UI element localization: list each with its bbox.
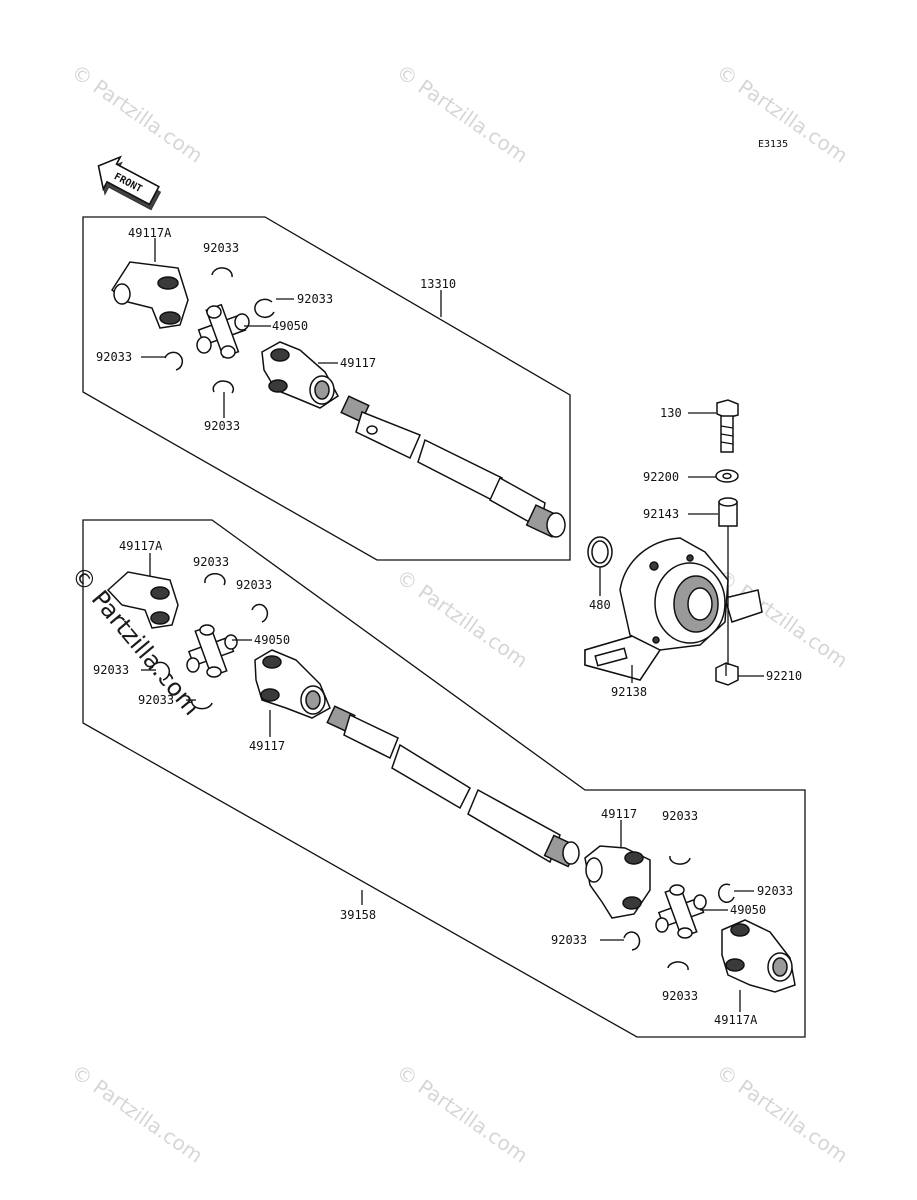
part-label[interactable]: 92033 [93,663,129,677]
clip-icon [669,855,691,865]
watermark: © Partzilla.com [392,1059,532,1167]
part-label[interactable]: 92033 [204,419,240,433]
part-label[interactable]: 92033 [662,989,698,1003]
clip-icon [623,931,641,951]
bearing-housing-part-92138 [584,537,763,681]
clip-icon [151,661,171,681]
part-label[interactable]: 49050 [272,319,308,333]
yoke-part-49117-lower-left [254,649,331,719]
ring-part-480 [587,536,613,568]
front-arrow-icon: FRONT [97,155,162,211]
clip-icon [164,351,184,371]
part-label[interactable]: 92033 [297,292,333,306]
part-label[interactable]: 92033 [236,578,272,592]
watermark: © Partzilla.com [392,59,532,167]
cross-part-49050-upper [196,303,250,359]
part-label[interactable]: 92033 [662,809,698,823]
part-label[interactable]: 49117A [714,1013,758,1027]
watermark: © Partzilla.com [712,59,852,167]
part-label[interactable]: 92033 [203,241,239,255]
shaft-part-39158 [326,705,580,868]
part-label[interactable]: 49117 [601,807,637,821]
part-label[interactable]: 49117A [128,226,172,240]
diagram-code: E3135 [758,139,788,150]
part-label[interactable]: 480 [589,598,611,612]
clip-icon [718,883,735,903]
part-label[interactable]: 92033 [138,693,174,707]
clip-icon [191,699,213,710]
assembly-frame-lower [82,519,806,1038]
clip-icon [667,961,689,971]
yoke-part-49117A-lower-left [106,571,179,629]
yoke-part-49117A-upper [110,261,189,329]
cross-part-49050-lower-left [186,624,238,678]
yoke-part-49117-lower-right [584,845,651,919]
part-label[interactable]: 130 [660,406,682,420]
clip-icon [251,603,269,623]
yoke-part-49117-upper [261,341,339,409]
part-label[interactable]: 49117A [119,539,163,553]
clip-icon [254,298,275,318]
part-label[interactable]: 92138 [611,685,647,699]
part-label[interactable]: 92033 [551,933,587,947]
cross-part-49050-lower-right [655,884,707,939]
part-label[interactable]: 49117 [249,739,285,753]
part-label[interactable]: 92033 [96,350,132,364]
part-label[interactable]: 49050 [730,903,766,917]
part-label[interactable]: 49050 [254,633,290,647]
yoke-part-49117A-lower-right [721,919,796,993]
part-label[interactable]: 39158 [340,908,376,922]
part-label[interactable]: 92210 [766,669,802,683]
clip-icon [211,267,233,278]
bolt-part-130 [716,399,739,453]
part-label[interactable]: 49117 [340,356,376,370]
part-label[interactable]: 92143 [643,507,679,521]
assembly-frame-upper [82,216,571,561]
shaft-part-13310 [340,395,566,538]
collar-part-92143 [718,497,738,527]
part-label[interactable]: 92200 [643,470,679,484]
nut-part-92210 [715,662,739,686]
part-label[interactable]: 13310 [420,277,456,291]
clip-icon [204,572,226,586]
watermark: © Partzilla.com [712,1059,852,1167]
part-label[interactable]: 92033 [757,884,793,898]
part-label[interactable]: 92033 [193,555,229,569]
watermark: © Partzilla.com [67,1059,207,1167]
watermark: © Partzilla.com [67,59,207,167]
watermark: © Partzilla.com [392,564,532,672]
clip-icon [212,380,235,394]
washer-part-92200 [715,469,739,483]
